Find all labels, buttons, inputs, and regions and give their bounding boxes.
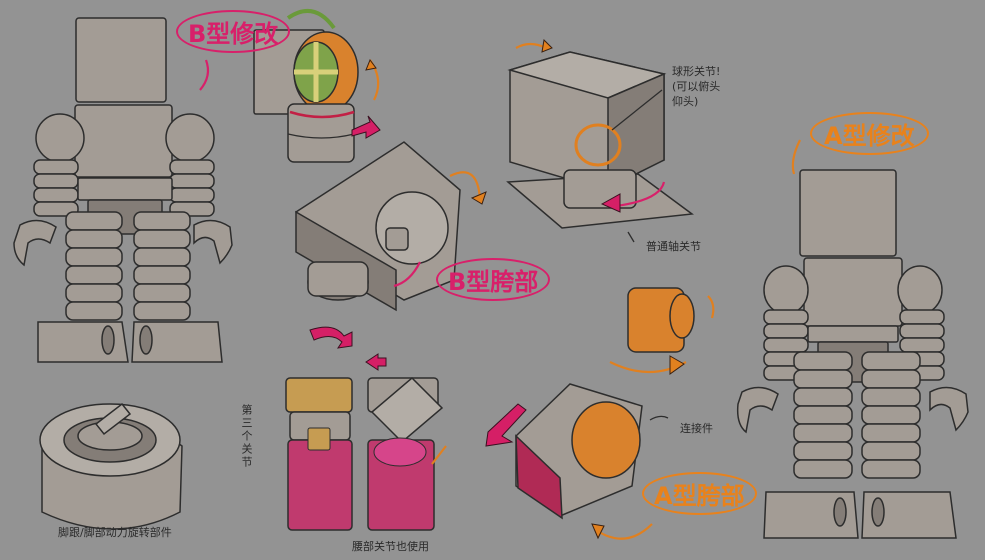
- waist-joint-stack: [285, 326, 447, 531]
- label-third-joint: 第三个关节: [240, 404, 253, 469]
- a-type-shoulder-joint: [609, 287, 715, 375]
- a-type-hip-joint: [485, 383, 653, 540]
- foot-rotation-part: [39, 402, 183, 530]
- b-type-hip-joint: [295, 141, 487, 312]
- robot-a-type: [736, 169, 969, 539]
- label-waist-joint: 腰部关节也使用: [352, 540, 429, 553]
- label-a-hip: A型胯部: [642, 472, 757, 515]
- robot-b-type: [13, 17, 233, 363]
- b-type-shoulder-joint: [253, 8, 381, 163]
- label-a-type-mod: A型修改: [810, 112, 929, 155]
- label-b-hip: B型胯部: [436, 258, 551, 301]
- label-connector: 连接件: [680, 422, 713, 435]
- ball-joint-head: [506, 38, 694, 229]
- label-normal-axis-joint: 普通轴关节: [646, 240, 701, 253]
- label-foot-rotation: 脚跟/脚部动力旋转部件: [58, 526, 172, 539]
- label-ball-joint: 球形关节! (可以俯头 仰头): [672, 65, 721, 108]
- label-b-type-mod: B型修改: [176, 10, 291, 53]
